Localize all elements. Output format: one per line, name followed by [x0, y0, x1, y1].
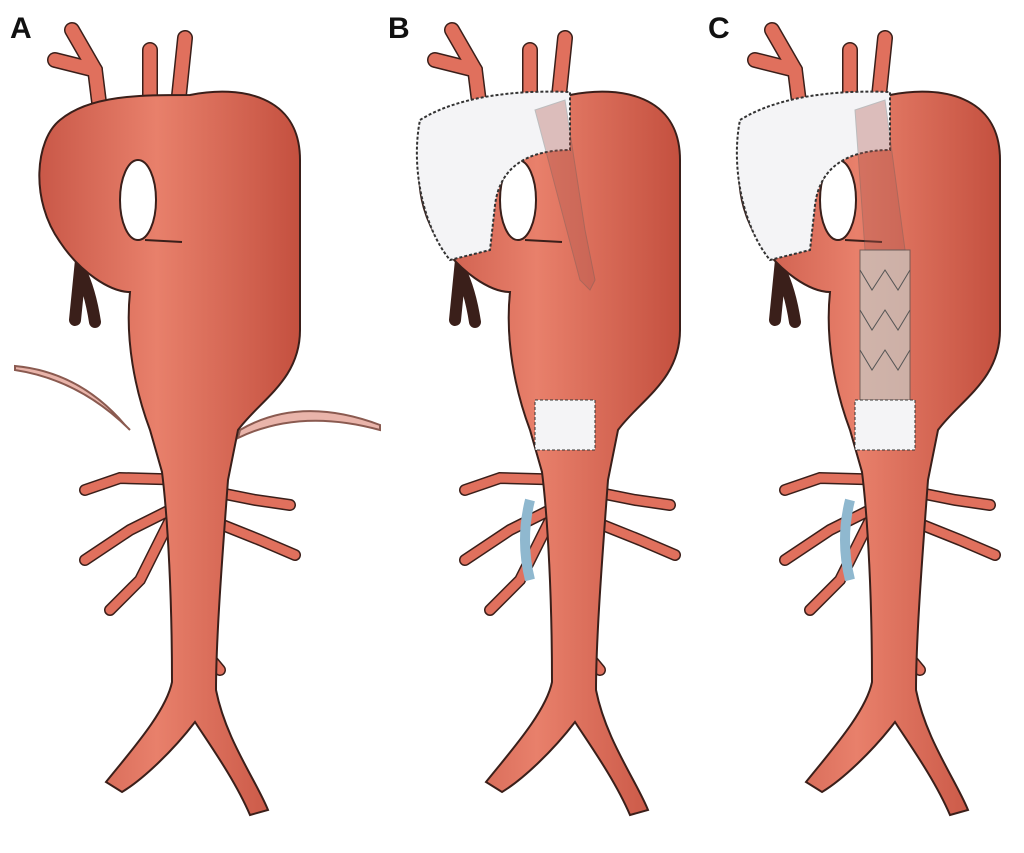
arch-graft [735, 90, 891, 262]
panel-a-aorta [14, 30, 381, 815]
diaphragm-right [236, 410, 381, 440]
stent-graft [859, 249, 911, 401]
panel-c-aorta [737, 30, 1000, 815]
bypass-graft [840, 498, 855, 582]
arch-graft [415, 90, 571, 262]
thoracoabdominal-graft [854, 399, 916, 451]
panel-label-b: B [388, 12, 410, 45]
thoracoabdominal-graft [534, 399, 596, 451]
elephant-trunk [534, 99, 596, 291]
panel-b-aorta [417, 30, 680, 815]
diaphragm-left [14, 364, 131, 431]
stent-struts [859, 269, 911, 371]
panel-label-c: C [708, 12, 730, 45]
panel-label-a: A [10, 12, 32, 45]
bypass-graft [520, 498, 535, 582]
